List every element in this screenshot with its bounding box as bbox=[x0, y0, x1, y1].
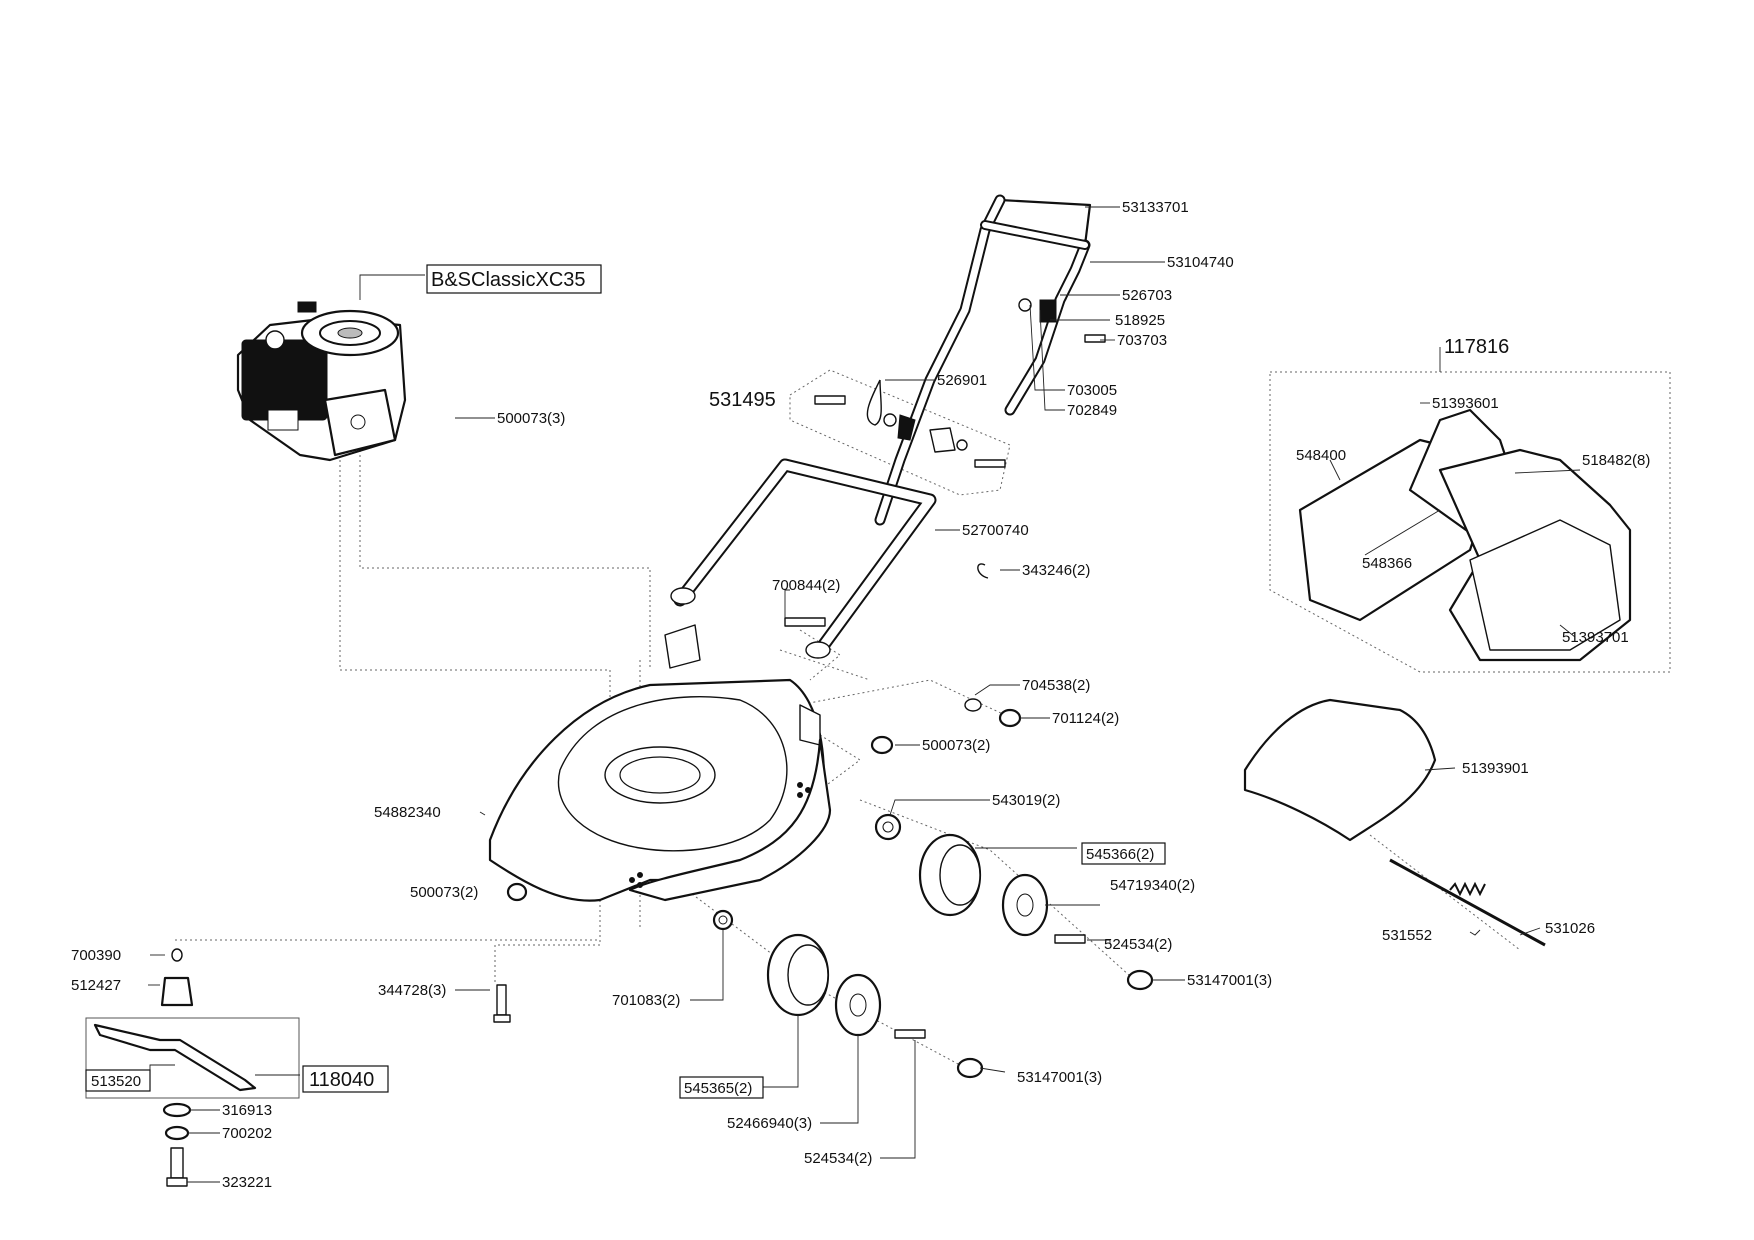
engine-model-label: B&SClassicXC35 bbox=[431, 269, 586, 291]
part-label-518482-8: 518482(8) bbox=[1582, 452, 1650, 469]
part-label-51393701: 51393701 bbox=[1562, 629, 1629, 646]
part-label-54882340: 54882340 bbox=[374, 804, 441, 821]
part-label-531552: 531552 bbox=[1382, 927, 1432, 944]
leader-lines bbox=[148, 206, 1581, 1183]
part-label-513520: 513520 bbox=[91, 1073, 141, 1090]
part-label-703005: 703005 bbox=[1067, 382, 1117, 399]
grass-bag-box bbox=[1269, 371, 1671, 673]
deck-hardware-drawing bbox=[506, 698, 1022, 931]
part-label-701083-2: 701083(2) bbox=[612, 992, 680, 1009]
mower-deck-drawing bbox=[488, 624, 832, 902]
part-label-500073-3: 500073(3) bbox=[497, 410, 565, 427]
part-label-500073-2-rear: 500073(2) bbox=[410, 884, 478, 901]
part-label-344728-3: 344728(3) bbox=[378, 982, 446, 999]
part-label-51393901: 51393901 bbox=[1462, 760, 1529, 777]
grass-bag-drawing bbox=[1298, 408, 1632, 662]
part-label-52466940-3: 52466940(3) bbox=[727, 1115, 812, 1132]
blade-kit-label: 118040 bbox=[309, 1069, 374, 1091]
part-label-700202: 700202 bbox=[222, 1125, 272, 1142]
part-label-524534-2-front: 524534(2) bbox=[804, 1150, 872, 1167]
part-label-531026: 531026 bbox=[1545, 920, 1595, 937]
spring-rod-drawing bbox=[1389, 858, 1546, 947]
handle-kit-label: 531495 bbox=[709, 389, 776, 411]
part-label-548400: 548400 bbox=[1296, 447, 1346, 464]
part-label-323221: 323221 bbox=[222, 1174, 272, 1191]
engine-drawing bbox=[236, 301, 407, 462]
part-label-526901: 526901 bbox=[937, 372, 987, 389]
part-label-51393601: 51393601 bbox=[1432, 395, 1499, 412]
part-label-53133701: 53133701 bbox=[1122, 199, 1189, 216]
part-label-52700740: 52700740 bbox=[962, 522, 1029, 539]
grass-bag-kit-label: 117816 bbox=[1444, 336, 1509, 358]
part-label-701124-2: 701124(2) bbox=[1052, 710, 1119, 727]
part-label-548366: 548366 bbox=[1362, 555, 1412, 572]
part-label-316913: 316913 bbox=[222, 1102, 272, 1119]
part-label-54719340-2: 54719340(2) bbox=[1110, 877, 1195, 894]
part-label-53104740: 53104740 bbox=[1167, 254, 1234, 271]
part-label-526703: 526703 bbox=[1122, 287, 1172, 304]
part-label-704538-2: 704538(2) bbox=[1022, 677, 1090, 694]
chute-flap-drawing bbox=[1243, 698, 1437, 842]
part-label-702849: 702849 bbox=[1067, 402, 1117, 419]
part-label-700390: 700390 bbox=[71, 947, 121, 964]
handle-hardware-drawing bbox=[784, 298, 1106, 627]
part-label-545366-2: 545366(2) bbox=[1086, 846, 1154, 863]
part-label-53147001-3-front: 53147001(3) bbox=[1017, 1069, 1102, 1086]
part-label-343246-2: 343246(2) bbox=[1022, 562, 1090, 579]
front-wheel-drawing bbox=[766, 933, 984, 1079]
part-label-524534-2-rear: 524534(2) bbox=[1104, 936, 1172, 953]
lower-handle-drawing bbox=[670, 458, 937, 659]
part-label-545365-2: 545365(2) bbox=[684, 1080, 752, 1097]
upper-handle-drawing bbox=[874, 194, 1092, 526]
blade-kit-box bbox=[85, 1017, 300, 1099]
blade-assembly-drawing bbox=[93, 948, 511, 1187]
part-label-500073-2-deck: 500073(2) bbox=[922, 737, 990, 754]
part-labels: B&SClassicXC35 117816 118040 531495 5313… bbox=[71, 199, 1650, 1191]
part-label-53147001-3-rear: 53147001(3) bbox=[1187, 972, 1272, 989]
part-label-703703: 703703 bbox=[1117, 332, 1167, 349]
part-label-518925: 518925 bbox=[1115, 312, 1165, 329]
part-label-512427: 512427 bbox=[71, 977, 121, 994]
part-label-700844-2: 700844(2) bbox=[772, 577, 840, 594]
part-label-543019-2: 543019(2) bbox=[992, 792, 1060, 809]
